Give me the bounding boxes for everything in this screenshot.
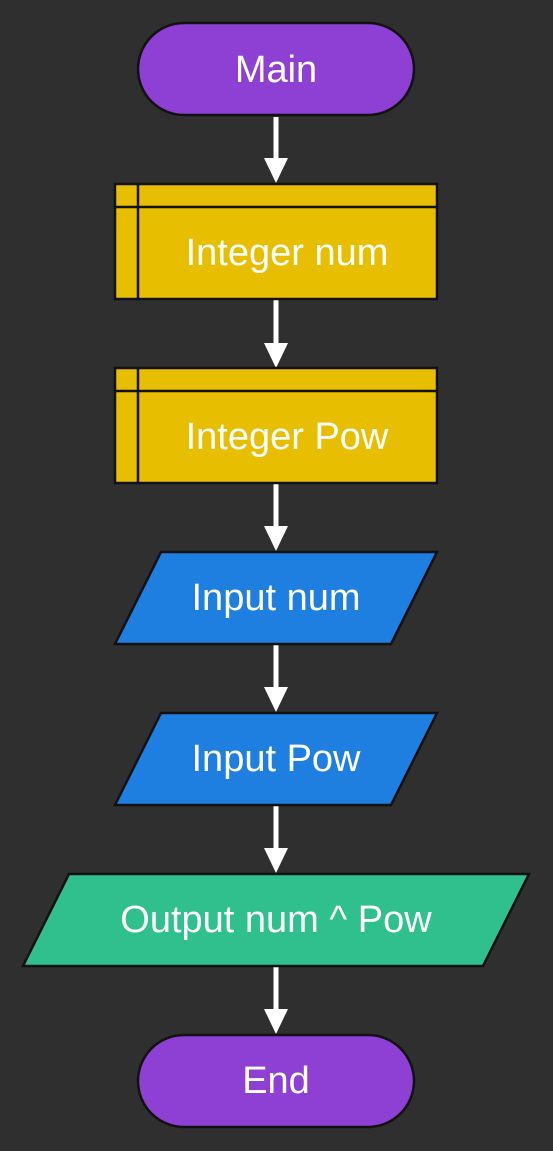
edge-main-to-declare-num [264,117,288,183]
edge-input-num-to-input-pow [264,645,288,712]
edge-output-to-end [264,967,288,1034]
node-label: Input Pow [192,738,362,780]
edge-declare-pow-to-input-num [264,484,288,551]
terminal-shape [136,1033,416,1129]
declare-shape [113,182,439,301]
node-declare-pow[interactable]: Integer Pow [113,366,439,485]
io-shape [112,711,440,807]
node-end[interactable]: End [136,1033,416,1129]
io-shape [112,550,440,646]
node-input-num[interactable]: Input num [112,550,440,646]
edge-input-pow-to-output [264,806,288,873]
node-main[interactable]: Main [136,21,416,117]
node-label: Main [235,49,317,91]
node-label: Input num [192,577,361,619]
terminal-shape [136,21,416,117]
node-input-pow[interactable]: Input Pow [112,711,440,807]
node-label: Integer num [186,232,389,274]
edges [264,117,288,1034]
io-shape [20,872,532,968]
node-label: Integer Pow [186,416,389,458]
node-output[interactable]: Output num ^ Pow [20,872,532,968]
node-label: End [242,1060,310,1102]
edge-declare-num-to-declare-pow [264,300,288,368]
node-declare-num[interactable]: Integer num [113,182,439,301]
declare-shape [113,366,439,485]
node-label: Output num ^ Pow [120,899,432,941]
